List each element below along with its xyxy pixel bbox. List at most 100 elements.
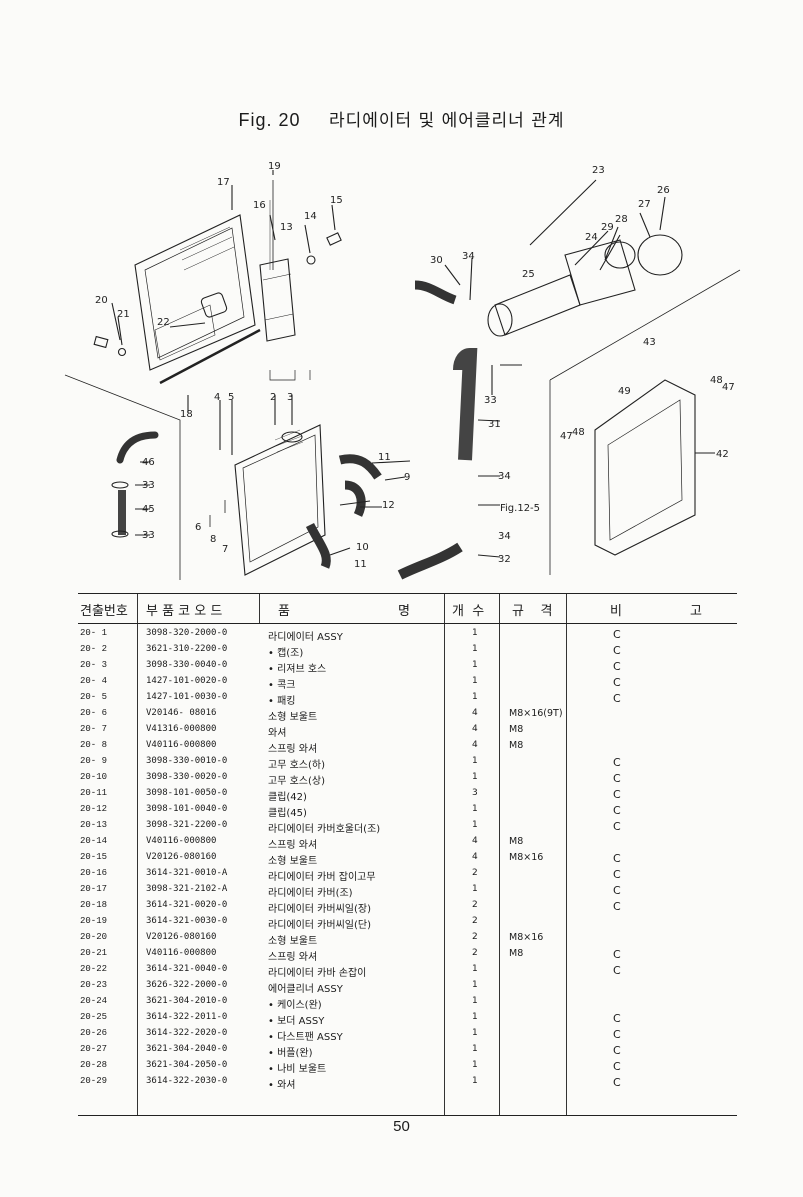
cell-remark: C [613, 852, 621, 865]
cell-part-code: 3621-304-2050-0 [146, 1060, 228, 1070]
svg-text:47: 47 [722, 382, 735, 393]
cell-ref-no: 20- 5 [80, 692, 108, 702]
svg-text:15: 15 [330, 195, 343, 206]
cell-part-code: 3098-101-0050-0 [146, 788, 228, 798]
cell-ref-no: 20-14 [80, 836, 108, 846]
cell-spec: M8 [509, 948, 524, 959]
cell-remark: C [613, 884, 621, 897]
cell-ref-no: 20- 1 [80, 628, 108, 638]
cell-quantity: 2 [472, 948, 478, 958]
cell-part-code: V40116-000800 [146, 836, 217, 846]
svg-text:17: 17 [217, 177, 230, 188]
cell-part-name: 클립(42) [268, 792, 307, 803]
cell-ref-no: 20-29 [80, 1076, 108, 1086]
svg-text:11: 11 [354, 559, 367, 570]
cell-part-code: V20126-080160 [146, 932, 217, 942]
cell-part-code: 3098-101-0040-0 [146, 804, 228, 814]
svg-text:27: 27 [638, 199, 651, 210]
svg-text:43: 43 [643, 337, 656, 348]
svg-text:3: 3 [287, 392, 293, 403]
svg-text:31: 31 [488, 419, 501, 430]
svg-text:24: 24 [585, 232, 598, 243]
cell-ref-no: 20- 7 [80, 724, 108, 734]
cell-spec: M8 [509, 724, 524, 735]
cell-quantity: 4 [472, 836, 478, 846]
cell-ref-no: 20-16 [80, 868, 108, 878]
svg-text:9: 9 [404, 472, 410, 483]
cell-quantity: 1 [472, 964, 478, 974]
cell-remark: C [613, 868, 621, 881]
cell-quantity: 3 [472, 788, 478, 798]
cell-quantity: 1 [472, 628, 478, 638]
svg-text:45: 45 [142, 504, 155, 515]
figure-title: Fig. 20 라디에이터 및 에어클리너 관계 [0, 106, 803, 131]
svg-text:6: 6 [195, 522, 201, 533]
cell-part-name: • 다스트팬 ASSY [268, 1032, 343, 1043]
svg-text:47: 47 [560, 431, 573, 442]
cell-remark: C [613, 788, 621, 801]
cell-part-name: 라디에이터 카바 손잡이 [268, 968, 367, 979]
cell-quantity: 1 [472, 692, 478, 702]
svg-text:13: 13 [280, 222, 293, 233]
cell-quantity: 1 [472, 820, 478, 830]
cell-part-code: 3621-310-2200-0 [146, 644, 228, 654]
svg-text:4: 4 [214, 392, 220, 403]
cell-spec: M8×16(9T) [509, 708, 563, 719]
svg-text:46: 46 [142, 457, 155, 468]
cell-quantity: 1 [472, 980, 478, 990]
cell-part-code: 3614-321-0030-0 [146, 916, 228, 926]
header-remark-right: 고 [690, 604, 702, 619]
header-remark-left: 비 [610, 604, 622, 619]
cell-quantity: 4 [472, 724, 478, 734]
cell-part-name: 소형 보울트 [268, 856, 318, 867]
cell-part-code: 3098-330-0010-0 [146, 756, 228, 766]
cell-part-name: 라디에이터 카버호울더(조) [268, 824, 381, 835]
svg-text:33: 33 [142, 480, 155, 491]
svg-text:18: 18 [180, 409, 193, 420]
cell-part-code: 1427-101-0030-0 [146, 692, 228, 702]
svg-text:10: 10 [356, 542, 369, 553]
cell-part-name: 고무 호스(하) [268, 760, 325, 771]
cell-part-name: 와셔 [268, 728, 287, 739]
svg-text:12: 12 [382, 500, 395, 511]
cell-ref-no: 20-17 [80, 884, 108, 894]
svg-text:30: 30 [430, 255, 443, 266]
cell-remark: C [613, 1076, 621, 1089]
cell-ref-no: 20-13 [80, 820, 108, 830]
cell-part-name: 스프링 와셔 [268, 952, 318, 963]
cell-part-code: V20126-080160 [146, 852, 217, 862]
cell-ref-no: 20-26 [80, 1028, 108, 1038]
cell-remark: C [613, 756, 621, 769]
cell-ref-no: 20-27 [80, 1044, 108, 1054]
cell-part-name: 에어클리너 ASSY [268, 984, 343, 995]
cell-remark: C [613, 820, 621, 833]
cell-part-name: 라디에이터 카버(조) [268, 888, 353, 899]
cell-part-code: 3614-322-2030-0 [146, 1076, 228, 1086]
svg-text:33: 33 [484, 395, 497, 406]
cell-quantity: 1 [472, 804, 478, 814]
cell-ref-no: 20-10 [80, 772, 108, 782]
cell-remark: C [613, 948, 621, 961]
cell-remark: C [613, 692, 621, 705]
svg-text:48: 48 [710, 375, 723, 386]
cell-part-code: 3098-330-0040-0 [146, 660, 228, 670]
cell-quantity: 2 [472, 916, 478, 926]
cell-spec: M8×16 [509, 852, 544, 863]
cell-ref-no: 20- 3 [80, 660, 108, 670]
cell-part-code: 3621-304-2040-0 [146, 1044, 228, 1054]
cell-part-code: 3614-321-0040-0 [146, 964, 228, 974]
cell-ref-no: 20- 2 [80, 644, 108, 654]
header-part-code: 부 품 코 오 드 [146, 604, 223, 619]
